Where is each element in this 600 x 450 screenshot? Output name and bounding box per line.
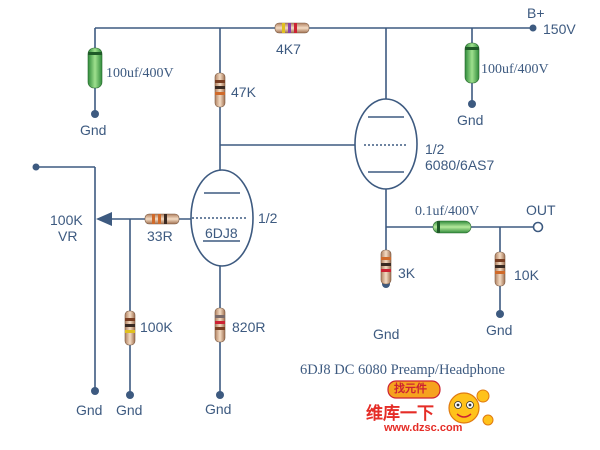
watermark-badge: 找元件	[394, 382, 427, 395]
label-vr-type: VR	[58, 228, 78, 244]
out-terminal	[532, 221, 544, 233]
resistor-100k	[124, 310, 136, 346]
label-out: OUT	[526, 202, 556, 218]
resistor-3k	[380, 249, 392, 285]
label-33r: 33R	[147, 228, 173, 244]
tube-6dj8	[190, 169, 254, 267]
watermark-mascot	[387, 380, 494, 426]
label-10k: 10K	[514, 267, 539, 283]
gnd-label: Gnd	[373, 326, 400, 342]
capacitor-right	[464, 42, 480, 84]
label-6080-half: 1/2	[425, 141, 445, 157]
watermark-text: 维库一下	[366, 404, 434, 424]
resistor-820r	[214, 307, 226, 343]
label-6080-name: 6080/6AS7	[425, 157, 495, 173]
label-4k7: 4K7	[276, 41, 301, 57]
label-6dj8-half: 1/2	[258, 210, 278, 226]
tube-6080	[354, 98, 418, 190]
supply-label: B+	[527, 5, 545, 21]
label-47k: 47K	[231, 84, 256, 100]
terminal-dots	[32, 24, 537, 399]
gnd-label: Gnd	[76, 402, 103, 418]
resistor-4k7	[274, 22, 310, 34]
label-100k: 100K	[140, 319, 173, 335]
gnd-label: Gnd	[116, 402, 143, 418]
supply-voltage: 150V	[543, 21, 576, 37]
label-vr-value: 100K	[50, 212, 83, 228]
label-3k: 3K	[398, 265, 416, 281]
resistor-33r	[144, 213, 180, 225]
gnd-label: Gnd	[486, 322, 513, 338]
pot-wiper-arrow	[96, 212, 112, 226]
diagram-title: 6DJ8 DC 6080 Preamp/Headphone	[300, 362, 505, 378]
label-820r: 820R	[232, 319, 266, 335]
gnd-label: Gnd	[457, 112, 484, 128]
watermark-url: www.dzsc.com	[384, 422, 463, 434]
label-cap-right: 100uf/400V	[481, 62, 549, 77]
resistor-47k	[214, 72, 226, 108]
capacitor-left	[87, 47, 103, 89]
label-6dj8-name: 6DJ8	[205, 225, 238, 241]
label-cap-out: 0.1uf/400V	[415, 204, 480, 219]
capacitor-out	[432, 220, 472, 234]
label-cap-left: 100uf/400V	[106, 66, 174, 81]
gnd-label: Gnd	[80, 122, 107, 138]
resistor-10k	[494, 251, 506, 287]
gnd-label: Gnd	[205, 401, 232, 417]
